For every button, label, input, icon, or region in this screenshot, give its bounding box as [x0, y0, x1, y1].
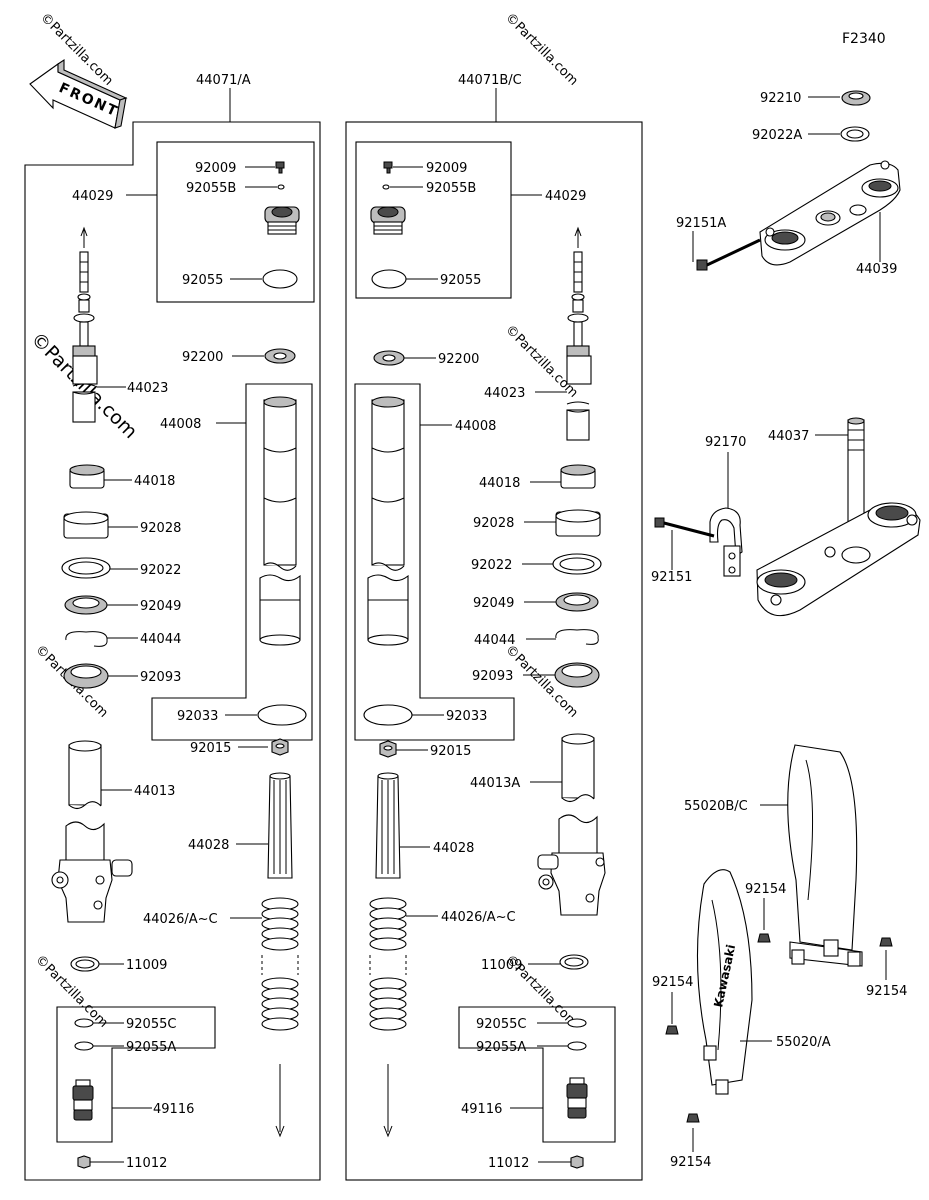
bolt-92151-icon — [654, 517, 715, 538]
left-label-92009: 92009 — [195, 161, 236, 176]
upper-clamp-icon — [759, 160, 901, 266]
upper-clamp-group: 92210 92022A 92151A 44039 — [676, 90, 901, 277]
left-49116-box — [56, 1006, 216, 1143]
lower-clamp-group: 44037 92170 92151 — [651, 417, 921, 617]
right-label-92028: 92028 — [473, 516, 514, 531]
left-label-44028: 44028 — [188, 838, 229, 853]
label-44037: 44037 — [768, 429, 809, 444]
right-fork-assembly: 44071B/C 44029 92009 92055B 92055 92200 — [345, 73, 643, 1181]
right-label-44023: 44023 — [484, 386, 525, 401]
label-92154-b: 92154 — [866, 984, 907, 999]
label-92170: 92170 — [705, 435, 746, 450]
right-label-44026: 44026/A~C — [441, 910, 516, 925]
right-label-92015: 92015 — [430, 744, 471, 759]
right-label-49116: 49116 — [461, 1102, 502, 1117]
left-label-11012: 11012 — [126, 1156, 167, 1171]
right-label-92200: 92200 — [438, 352, 479, 367]
right-label-44044: 44044 — [474, 633, 515, 648]
fork-guards-group: 55020B/C 92154 92154 Kawasaki 92154 5502… — [652, 744, 907, 1170]
right-label-92022: 92022 — [471, 558, 512, 573]
figure-code: F2340 — [842, 31, 886, 47]
label-92022a: 92022A — [752, 128, 802, 143]
left-label-92093: 92093 — [140, 670, 181, 685]
right-spring-guide-icon — [375, 772, 401, 879]
left-label-49116: 49116 — [153, 1102, 194, 1117]
right-44029-box — [355, 141, 512, 299]
left-label-92200: 92200 — [182, 350, 223, 365]
right-inner-tube-icon — [367, 396, 409, 646]
right-49116-box — [458, 1006, 616, 1143]
left-label-92049: 92049 — [140, 599, 181, 614]
left-label-92022: 92022 — [140, 563, 181, 578]
front-arrow-icon: FRONT — [29, 58, 128, 129]
right-damper-rod-icon — [566, 226, 592, 441]
left-label-44013: 44013 — [134, 784, 175, 799]
left-label-44018: 44018 — [134, 474, 175, 489]
right-label-44008: 44008 — [455, 419, 496, 434]
left-damper-rod-icon — [72, 226, 98, 423]
right-valve-49116-icon — [566, 1077, 588, 1119]
right-label-92055a: 92055A — [476, 1040, 526, 1055]
right-label-92055c: 92055C — [476, 1017, 526, 1032]
right-label-92055b: 92055B — [426, 181, 476, 196]
label-92151a: 92151A — [676, 216, 726, 231]
left-44029-box — [156, 141, 315, 303]
left-valve-49116-icon — [72, 1079, 94, 1121]
right-label-92033: 92033 — [446, 709, 487, 724]
left-label-92055b: 92055B — [186, 181, 236, 196]
left-label-92033: 92033 — [177, 709, 218, 724]
label-92210: 92210 — [760, 91, 801, 106]
left-label-44044: 44044 — [140, 632, 181, 647]
right-label-92055: 92055 — [440, 273, 481, 288]
left-label-92028: 92028 — [140, 521, 181, 536]
left-valve-icon — [264, 206, 300, 235]
label-55020a: 55020/A — [776, 1035, 831, 1050]
right-label-11009: 11009 — [481, 958, 522, 973]
label-92151: 92151 — [651, 570, 692, 585]
right-label-44029: 44029 — [545, 189, 586, 204]
left-label-44023: 44023 — [127, 381, 168, 396]
right-valve-icon — [370, 206, 406, 235]
left-spring-icon — [261, 897, 299, 1031]
left-fork-assembly: 44071/A 44029 92009 92055B 92055 — [24, 73, 321, 1181]
right-assembly-frame — [345, 121, 643, 1181]
left-inner-tube-icon — [259, 396, 301, 646]
right-44008-box — [354, 383, 515, 741]
right-outer-tube-icon — [537, 733, 606, 916]
left-label-92055a: 92055A — [126, 1040, 176, 1055]
label-92154-d: 92154 — [670, 1155, 711, 1170]
left-label-44026: 44026/A~C — [143, 912, 218, 927]
right-label-92049: 92049 — [473, 596, 514, 611]
right-label-92009: 92009 — [426, 161, 467, 176]
left-label-92055: 92055 — [182, 273, 223, 288]
left-assembly-label: 44071/A — [196, 73, 251, 88]
right-label-44028: 44028 — [433, 841, 474, 856]
label-92154-c: 92154 — [652, 975, 693, 990]
right-label-92093: 92093 — [472, 669, 513, 684]
left-label-92055c: 92055C — [126, 1017, 176, 1032]
clamp-92170-icon — [709, 507, 743, 577]
right-assembly-label: 44071B/C — [458, 73, 522, 88]
guard-55020a-icon: Kawasaki — [696, 869, 753, 1095]
guard-55020bc-icon — [787, 744, 863, 967]
label-55020bc: 55020B/C — [684, 799, 748, 814]
left-assembly-frame — [24, 121, 321, 1181]
left-outer-tube-icon — [51, 740, 133, 923]
right-label-11012: 11012 — [488, 1156, 529, 1171]
bolt-92151a-icon — [696, 238, 761, 271]
right-label-44013a: 44013A — [470, 776, 520, 791]
right-label-44018: 44018 — [479, 476, 520, 491]
left-label-44008: 44008 — [160, 417, 201, 432]
left-label-92015: 92015 — [190, 741, 231, 756]
lower-clamp-icon — [756, 417, 921, 617]
right-spring-icon — [369, 897, 407, 1031]
left-spring-guide-icon — [267, 772, 293, 879]
left-label-11009: 11009 — [126, 958, 167, 973]
left-label-44029: 44029 — [72, 189, 113, 204]
left-44008-box — [151, 383, 313, 741]
label-44039: 44039 — [856, 262, 897, 277]
label-92154-a: 92154 — [745, 882, 786, 897]
